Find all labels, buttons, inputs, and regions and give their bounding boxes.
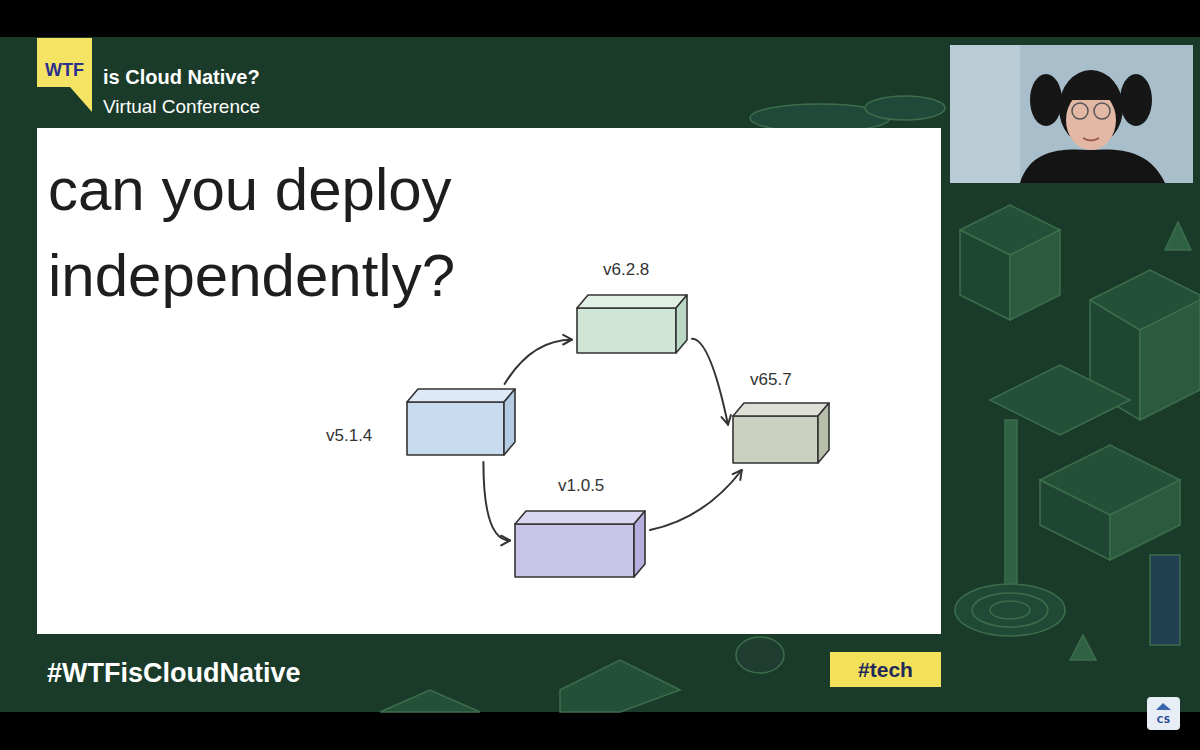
glasses bbox=[1072, 103, 1088, 119]
robot-head bbox=[736, 637, 784, 673]
maze-ring bbox=[972, 593, 1048, 627]
connector-arrow bbox=[692, 339, 728, 425]
iso-wall bbox=[1040, 480, 1110, 560]
box-front bbox=[407, 402, 504, 455]
slide-title: can you deploy independently? bbox=[48, 147, 528, 319]
tree bbox=[1165, 222, 1191, 250]
box-side bbox=[818, 403, 829, 463]
maze-ring bbox=[990, 601, 1030, 619]
connector-arrow bbox=[505, 340, 572, 384]
connector-arrow bbox=[650, 470, 742, 530]
version-label: v1.0.5 bbox=[558, 476, 604, 496]
webcam-background bbox=[950, 45, 1193, 183]
pigtail bbox=[1030, 74, 1062, 126]
version-box: v6.2.8 bbox=[576, 260, 688, 356]
version-box: v5.1.4 bbox=[326, 388, 518, 458]
iso-roof bbox=[380, 690, 480, 712]
iso-roof bbox=[560, 660, 680, 712]
wall bbox=[950, 45, 1020, 183]
logo-flag bbox=[37, 38, 92, 112]
version-box: v1.0.5 bbox=[514, 476, 646, 580]
arrow-head bbox=[501, 536, 510, 546]
version-label: v65.7 bbox=[750, 370, 792, 390]
tower-pole bbox=[1005, 420, 1017, 590]
box-shape bbox=[576, 294, 688, 354]
green-frame bbox=[0, 37, 1200, 712]
box-side bbox=[504, 389, 515, 455]
arrow-head bbox=[733, 470, 742, 480]
hashtag: #WTFisCloudNative bbox=[47, 656, 301, 690]
event-subtitle: Virtual Conference bbox=[103, 95, 260, 119]
box-top bbox=[515, 511, 645, 524]
tag-text: #tech bbox=[830, 656, 941, 683]
slide bbox=[37, 128, 941, 634]
connector-arrow bbox=[483, 462, 510, 541]
tag-box bbox=[830, 652, 941, 687]
iso-wall bbox=[1140, 300, 1200, 420]
box-front bbox=[515, 524, 634, 577]
iso-wall bbox=[1110, 480, 1180, 560]
cs-logo bbox=[1147, 697, 1180, 730]
cs-logo-mark bbox=[1156, 703, 1171, 710]
pigtail bbox=[1120, 74, 1152, 126]
box-top bbox=[407, 389, 515, 402]
webcam-picture bbox=[950, 45, 1193, 183]
logo-caption: CS bbox=[1147, 714, 1180, 726]
iso-wall bbox=[1010, 230, 1060, 320]
box-shape bbox=[406, 388, 516, 456]
box-shape bbox=[514, 510, 646, 578]
arrow-head bbox=[563, 335, 572, 345]
box-side bbox=[634, 511, 645, 577]
version-label: v6.2.8 bbox=[603, 260, 649, 280]
cloud-shape bbox=[865, 96, 945, 120]
tall-building bbox=[1150, 555, 1180, 645]
logo-text: WTF bbox=[37, 59, 92, 81]
letterbox-top bbox=[0, 0, 1200, 37]
box-front bbox=[733, 416, 818, 463]
version-box: v65.7 bbox=[732, 370, 830, 466]
box-side bbox=[676, 295, 687, 353]
shoulders bbox=[1020, 149, 1165, 183]
letterbox-bottom bbox=[0, 712, 1200, 750]
maze-platform bbox=[955, 584, 1065, 636]
box-top bbox=[577, 295, 687, 308]
box-shape bbox=[732, 402, 830, 464]
box-front bbox=[577, 308, 676, 353]
glasses bbox=[1094, 103, 1110, 119]
iso-wall bbox=[960, 230, 1010, 320]
tree bbox=[1070, 635, 1096, 660]
event-name: is Cloud Native? bbox=[103, 65, 260, 89]
fringe bbox=[1064, 87, 1118, 101]
arrow-head bbox=[722, 415, 731, 425]
version-label: v5.1.4 bbox=[326, 426, 372, 446]
mouth bbox=[1083, 138, 1099, 141]
box-top bbox=[733, 403, 829, 416]
